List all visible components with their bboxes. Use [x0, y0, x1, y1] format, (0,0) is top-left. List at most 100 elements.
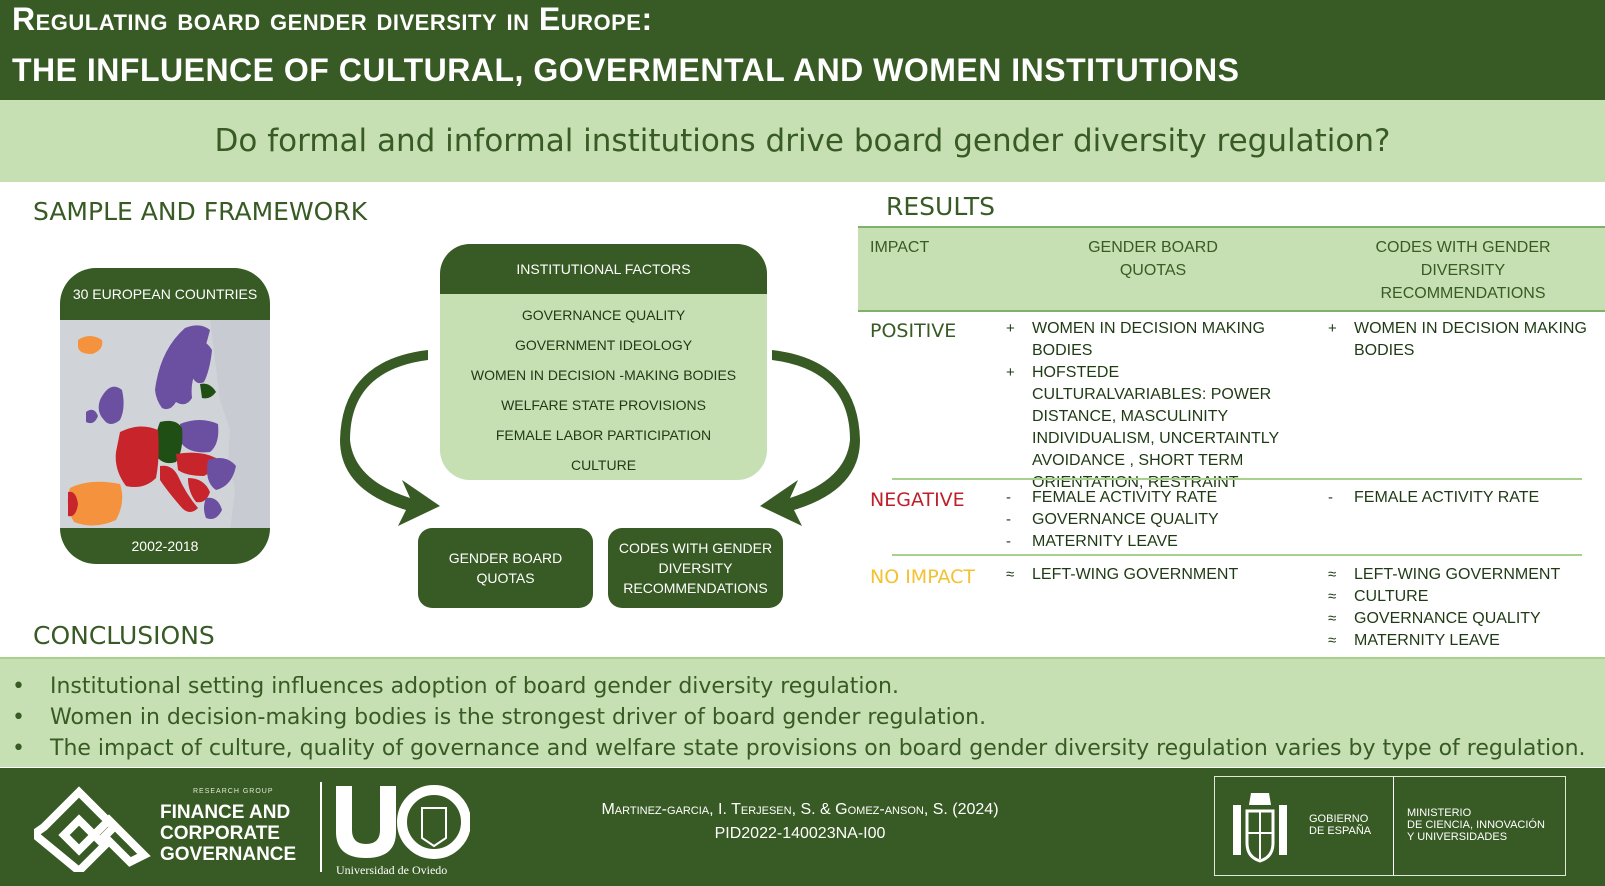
minus-symbol: -: [1006, 533, 1011, 550]
institutional-factors-card: INSTITUTIONAL FACTORS GOVERNANCE QUALITY…: [440, 244, 767, 480]
result-item: -FEMALE ACTIVITY RATE: [1006, 487, 1296, 509]
approx-symbol: ≈: [1328, 610, 1337, 627]
map-germany: [155, 420, 183, 464]
spain-coat-of-arms-icon: [1233, 793, 1287, 863]
research-group-name: FINANCE AND CORPORATE GOVERNANCE: [160, 802, 297, 865]
project-code: PID2022-140023NA-I00: [714, 825, 886, 842]
col-quotas-header: GENDER BOARD QUOTAS: [1088, 239, 1218, 279]
col-codes-header: CODES WITH GENDER DIVERSITY RECOMMENDATI…: [1375, 239, 1551, 302]
result-item: +HOFSTEDE CULTURALVARIABLES: POWER DISTA…: [1006, 364, 1279, 491]
result-item: ≈LEFT-WING GOVERNMENT: [1328, 564, 1598, 586]
plus-symbol: +: [1006, 320, 1015, 337]
title-bar: Regulating board gender diversity in Eur…: [0, 0, 1605, 100]
crown: [1249, 793, 1271, 805]
factor-item: CULTURE: [570, 457, 637, 473]
ministerio-text: MINISTERIO DE CIENCIA, INNOVACIÓN Y UNIV…: [1407, 807, 1545, 843]
title-line-2: THE INFLUENCE OF CULTURAL, GOVERMENTAL A…: [12, 52, 1240, 88]
no-impact-label: NO IMPACT: [870, 566, 975, 588]
government-logo-box: GOBIERNO DE ESPAÑA MINISTERIO DE CIENCIA…: [1214, 776, 1566, 876]
university-name: Universidad de Oviedo: [336, 863, 448, 877]
factor-item: GOVERNMENT IDEOLOGY: [514, 337, 693, 353]
bullet: •: [12, 705, 25, 730]
conclusion-item: •The impact of culture, quality of gover…: [0, 733, 1605, 764]
map-title: 30 EUROPEAN COUNTRIES: [60, 268, 270, 320]
conclusion-item: •Women in decision-making bodies is the …: [0, 702, 1605, 733]
bullet: •: [12, 736, 25, 761]
approx-symbol: ≈: [1328, 632, 1337, 649]
institutional-factors-heading: INSTITUTIONAL FACTORS: [440, 244, 767, 294]
noimpact-quotas-list: ≈LEFT-WING GOVERNMENT: [1006, 564, 1296, 586]
fcg-logo-mark: [34, 786, 151, 872]
sample-framework-heading: SAMPLE AND FRAMEWORK: [33, 197, 368, 226]
result-item: ≈CULTURE: [1328, 586, 1598, 608]
uo-letter-o: [397, 785, 470, 859]
map-period: 2002-2018: [60, 528, 270, 564]
plus-symbol: +: [1006, 364, 1015, 381]
positive-codes-list: +WOMEN IN DECISION MAKING BODIES: [1328, 318, 1598, 362]
university-logo: [336, 785, 470, 859]
minus-symbol: -: [1006, 511, 1011, 528]
approx-symbol: ≈: [1006, 566, 1015, 583]
factor-item: WELFARE STATE PROVISIONS: [501, 397, 706, 413]
pillar-left: [1233, 805, 1241, 855]
citation-authors: Martinez-garcia, I. Terjesen, S. & Gomez…: [601, 801, 999, 818]
bullet: •: [12, 674, 25, 699]
col-impact-header: IMPACT: [870, 239, 930, 256]
result-item: ≈MATERNITY LEAVE: [1328, 630, 1598, 652]
gender-board-quotas-box: GENDER BOARD QUOTAS: [418, 528, 593, 608]
minus-symbol: -: [1328, 489, 1333, 506]
map-romania: [207, 458, 236, 490]
result-item: ≈LEFT-WING GOVERNMENT: [1006, 564, 1296, 586]
uo-shield: [421, 807, 447, 848]
question-bar: Do formal and informal institutions driv…: [0, 100, 1605, 182]
left-arrow: [340, 350, 440, 526]
map-baltics: [200, 383, 216, 399]
results-heading: RESULTS: [886, 192, 995, 221]
plus-symbol: +: [1328, 320, 1337, 337]
negative-codes-list: -FEMALE ACTIVITY RATE: [1328, 487, 1598, 509]
europe-map: [60, 320, 270, 530]
pillar-right: [1279, 805, 1287, 855]
approx-symbol: ≈: [1328, 588, 1337, 605]
codes-recommendations-box: CODES WITH GENDER DIVERSITY RECOMMENDATI…: [608, 528, 783, 608]
map-austria: [176, 452, 216, 476]
positive-label: POSITIVE: [870, 320, 957, 342]
gov-divider: [1393, 777, 1394, 875]
research-group-logo: [34, 786, 151, 872]
flow-arrows: [340, 350, 860, 526]
map-poland: [180, 420, 219, 453]
positive-quotas-list: +WOMEN IN DECISION MAKING BODIES +HOFSTE…: [1006, 318, 1296, 494]
negative-quotas-list: -FEMALE ACTIVITY RATE -GOVERNANCE QUALIT…: [1006, 487, 1296, 553]
title-line-1: Regulating board gender diversity in Eur…: [12, 1, 653, 37]
map-ireland: [86, 409, 98, 424]
results-table: IMPACT GENDER BOARD QUOTAS CODES WITH GE…: [858, 226, 1605, 312]
map-balkans: [188, 478, 210, 503]
approx-symbol: ≈: [1328, 566, 1337, 583]
row-separator: [892, 554, 1582, 556]
map-greece: [204, 497, 222, 519]
map-uk: [98, 386, 124, 424]
map-iceland: [78, 336, 103, 354]
factor-item: GOVERNANCE QUALITY: [521, 307, 686, 323]
map-non-sample-east: [210, 320, 270, 530]
uo-letter-u: [336, 786, 396, 858]
result-item: -MATERNITY LEAVE: [1006, 531, 1296, 553]
noimpact-codes-list: ≈LEFT-WING GOVERNMENT ≈CULTURE ≈GOVERNAN…: [1328, 564, 1598, 652]
research-group-caption: RESEARCH GROUP: [193, 788, 274, 795]
map-iberia: [67, 481, 123, 526]
result-item: -GOVERNANCE QUALITY: [1006, 509, 1296, 531]
footer: RESEARCH GROUP FINANCE AND CORPORATE GOV…: [0, 768, 1605, 886]
result-item: +WOMEN IN DECISION MAKING BODIES: [1328, 320, 1587, 359]
result-item: ≈GOVERNANCE QUALITY: [1328, 608, 1598, 630]
row-separator: [892, 478, 1582, 480]
result-item: +WOMEN IN DECISION MAKING BODIES: [1006, 320, 1265, 359]
footer-divider: [320, 782, 322, 872]
research-question: Do formal and informal institutions driv…: [214, 123, 1391, 159]
gobierno-text: GOBIERNO DE ESPAÑA: [1309, 813, 1372, 837]
conclusions-heading: CONCLUSIONS: [33, 621, 215, 650]
map-card: 30 EUROPEAN COUNTRIES: [60, 268, 270, 564]
factor-list: GOVERNANCE QUALITY GOVERNMENT IDEOLOGY W…: [440, 294, 767, 480]
map-france: [115, 426, 159, 487]
citation: Martinez-garcia, I. Terjesen, S. & Gomez…: [520, 798, 1080, 846]
conclusions-bar: •Institutional setting influences adopti…: [0, 657, 1605, 767]
